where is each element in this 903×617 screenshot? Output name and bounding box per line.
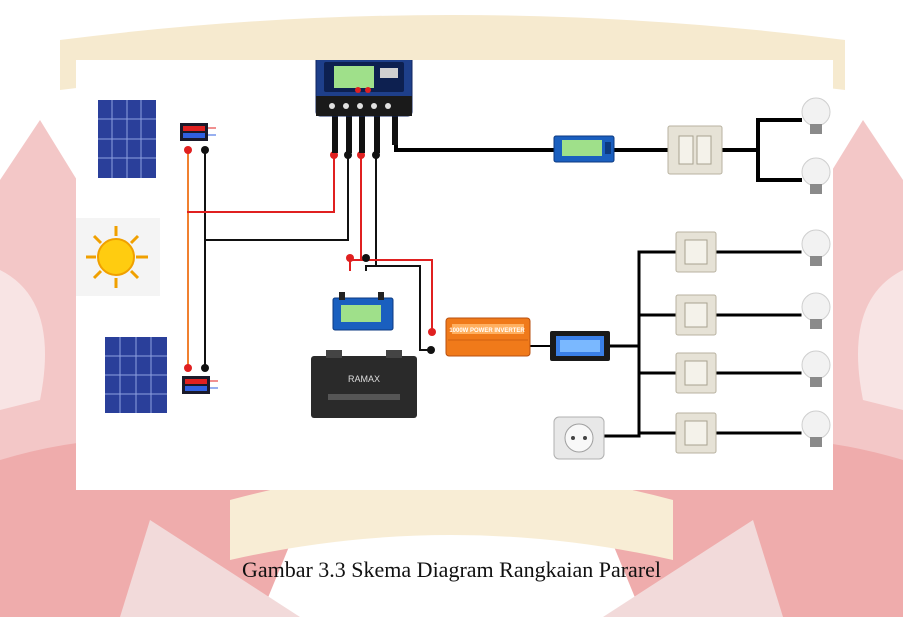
sun-icon (76, 218, 160, 296)
power-inverter: 1000W POWER INVERTER (445, 317, 531, 357)
terminal-dot (427, 346, 435, 354)
bulb-icon (801, 350, 831, 387)
inverter-label: 1000W POWER INVERTER (449, 328, 525, 334)
bulb-icon (801, 157, 831, 194)
diagram-panel: RAMAX 1000W POWER INVERTER (76, 60, 833, 490)
panel-voltmeter-bottom (182, 376, 218, 394)
terminal-dot (201, 364, 209, 372)
battery-meter (332, 292, 394, 331)
dc-load-meter (553, 135, 615, 163)
bulb-icon (801, 229, 831, 266)
solar-panel-top (98, 100, 156, 178)
wire-pv-negative (204, 154, 349, 241)
bulb-icon (801, 292, 831, 329)
terminal-dot (346, 254, 354, 262)
wire-pv-positive (187, 154, 335, 213)
panel-voltmeter-top (180, 123, 216, 141)
ac-power-meter (550, 331, 610, 361)
terminal-dot (184, 146, 192, 154)
solar-panel-bottom (105, 337, 167, 413)
wire-battery-neg-to-inverter (375, 265, 432, 351)
controller-legs (332, 115, 398, 153)
terminal-dot (428, 328, 436, 336)
bulb-icon (801, 410, 831, 447)
ac-switch-3 (675, 352, 717, 394)
battery-brand: RAMAX (348, 374, 380, 384)
bulb-icon (801, 97, 831, 134)
battery: RAMAX (311, 350, 417, 418)
ac-switch-2 (675, 294, 717, 336)
wire-battery-pos-to-inverter (360, 259, 433, 333)
ac-switch-1 (675, 231, 717, 273)
wire-battery-positive (349, 154, 362, 271)
dc-double-switch (667, 125, 723, 175)
terminal-dot (362, 254, 370, 262)
wall-socket (553, 416, 605, 460)
figure-caption: Gambar 3.3 Skema Diagram Rangkaian Parar… (241, 557, 662, 582)
solar-charge-controller (315, 60, 413, 117)
wiring-diagram: RAMAX 1000W POWER INVERTER (76, 60, 831, 460)
wire-load-output (394, 118, 556, 152)
terminal-dot (184, 364, 192, 372)
wire-battery-negative (365, 154, 377, 271)
ac-switch-4 (675, 412, 717, 454)
terminal-dot (201, 146, 209, 154)
